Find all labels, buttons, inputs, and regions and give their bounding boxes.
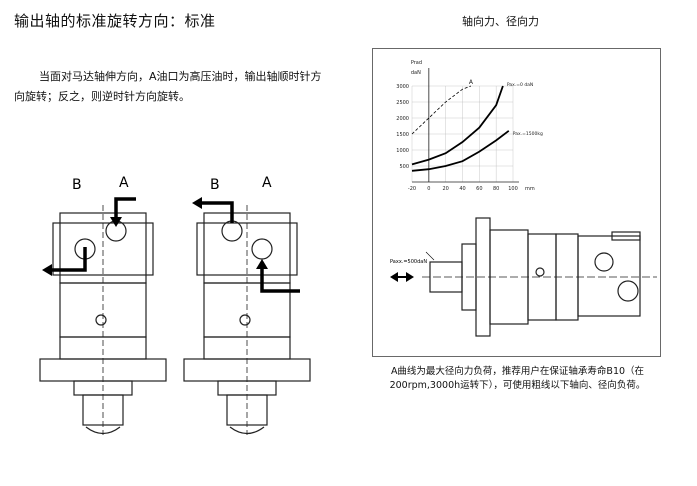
port-a-label: A bbox=[119, 175, 129, 191]
series-label: Pax.=1500kg bbox=[513, 131, 543, 137]
inflow-arrowhead-icon bbox=[110, 217, 122, 227]
x-tick-label: 0 bbox=[427, 186, 430, 192]
outflow-arrowhead-icon bbox=[192, 197, 202, 209]
y-tick-label: 500 bbox=[399, 164, 409, 170]
inflow-arrow-icon bbox=[260, 263, 300, 293]
series-line bbox=[411, 130, 510, 172]
left-motor-diagram: B A bbox=[39, 175, 167, 435]
port-a-label: A bbox=[262, 175, 272, 191]
outflow-arrow-icon bbox=[50, 247, 87, 272]
x-tick-label: 60 bbox=[476, 186, 482, 192]
y-axis-unit: daN bbox=[411, 70, 421, 76]
x-tick-label: 100 bbox=[508, 186, 518, 192]
force-chart: 500 1000 1500 2000 2500 3000 -20 0 20 40 60 80 100 Pr… bbox=[396, 60, 543, 192]
outflow-arrow-icon bbox=[200, 201, 234, 223]
axial-force-label: Paxx.=500daN bbox=[390, 259, 427, 265]
page-title: 输出轴的标准旋转方向：标准 bbox=[14, 12, 216, 30]
port-b-label: B bbox=[210, 177, 220, 193]
x-tick-label: 20 bbox=[442, 186, 448, 192]
rotation-description: 当面对马达轴伸方向，A油口为高压油时，输出轴顺时针方向旋转；反之，则逆时针方向旋… bbox=[14, 70, 322, 103]
y-tick-label: 1500 bbox=[396, 132, 409, 138]
y-tick-label: 1000 bbox=[396, 148, 409, 154]
inflow-arrowhead-icon bbox=[256, 259, 268, 269]
y-tick-label: 2500 bbox=[396, 100, 409, 106]
force-chart-panel: 500 1000 1500 2000 2500 3000 -20 0 20 40 60 80 100 Pr… bbox=[372, 48, 661, 357]
series-label: Pax.=0 daN bbox=[507, 82, 533, 88]
inflow-arrow-icon bbox=[114, 197, 136, 223]
series-line bbox=[411, 85, 472, 135]
motor-side-view bbox=[422, 217, 657, 337]
series-line bbox=[411, 85, 504, 166]
y-tick-label: 2000 bbox=[396, 116, 409, 122]
x-tick-label: -20 bbox=[408, 186, 416, 192]
port-b-label: B bbox=[72, 177, 82, 193]
right-motor-diagram: B A bbox=[183, 175, 311, 435]
y-axis-label: Prad bbox=[411, 60, 422, 66]
x-tick-label: 40 bbox=[459, 186, 465, 192]
y-tick-label: 3000 bbox=[396, 84, 409, 90]
x-axis-label: mm bbox=[525, 186, 535, 192]
chart-caption: A曲线为最大径向力负荷，推荐用户在保证轴承寿命B10（在200rpm,3000h… bbox=[389, 366, 646, 391]
axial-force-arrow-icon bbox=[390, 272, 414, 282]
series-label: A bbox=[469, 79, 474, 86]
x-tick-label: 80 bbox=[493, 186, 499, 192]
section-title-forces: 轴向力、径向力 bbox=[462, 15, 539, 28]
outflow-arrowhead-icon bbox=[42, 264, 52, 276]
